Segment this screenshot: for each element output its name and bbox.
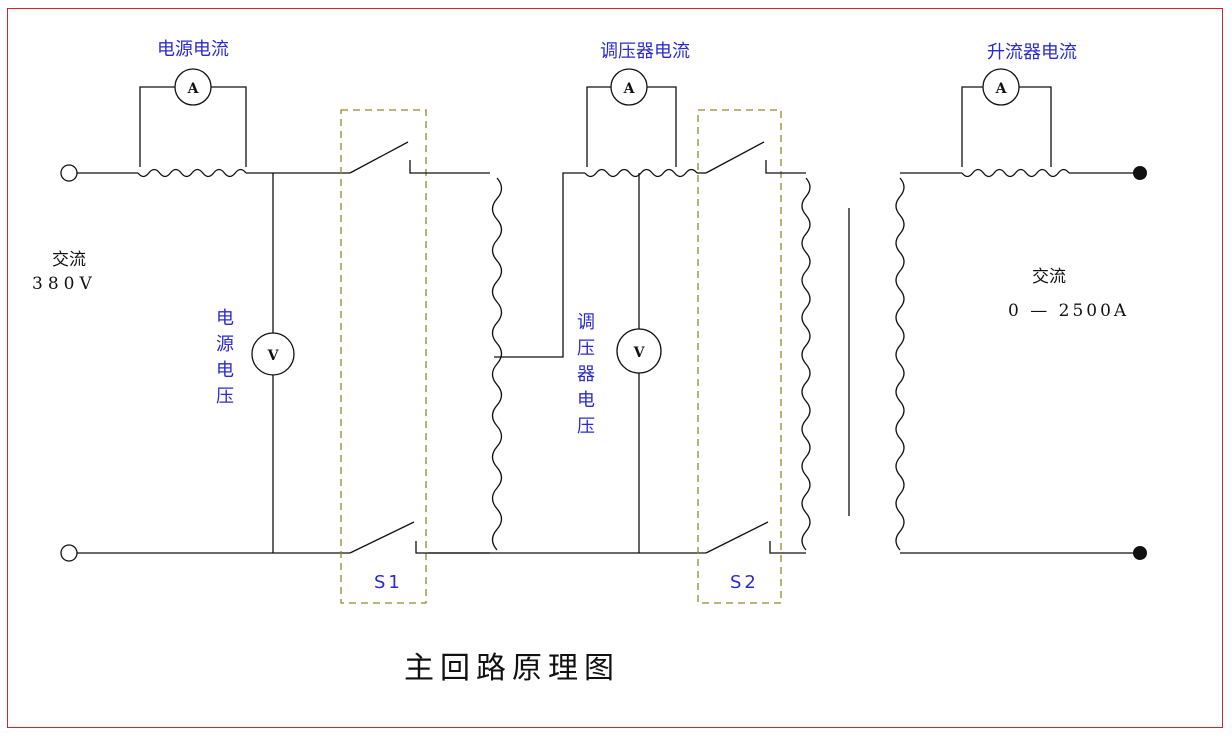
regulator-wiper bbox=[494, 172, 585, 358]
booster-current-label: 升流器电流 bbox=[987, 42, 1077, 63]
input-ac-label: 交流 bbox=[52, 250, 86, 270]
input-voltage-label: 380V bbox=[32, 274, 97, 294]
regulator-ct-coil bbox=[584, 168, 698, 178]
output-terminal-bottom bbox=[1133, 546, 1147, 560]
switch-s1-blade-top bbox=[349, 141, 409, 174]
regulator-winding bbox=[491, 177, 503, 551]
switch-s2-blade-top bbox=[705, 141, 765, 174]
voltmeter-symbol: V bbox=[267, 348, 280, 364]
vertical-label-char: 压 bbox=[216, 386, 234, 407]
ammeter-lead bbox=[647, 86, 677, 167]
ammeter-lead bbox=[139, 86, 175, 167]
switch-s1-blade-bottom bbox=[349, 521, 415, 554]
booster-ct-coil bbox=[961, 168, 1070, 178]
switch-s1-label: S1 bbox=[374, 572, 403, 593]
vertical-label-char: 电 bbox=[577, 390, 595, 411]
ammeter-lead bbox=[1019, 86, 1052, 167]
booster-primary-winding bbox=[801, 177, 811, 551]
supply-ct-coil bbox=[137, 168, 247, 178]
vertical-label-char: 压 bbox=[577, 338, 595, 359]
supply-ammeter bbox=[174, 68, 212, 106]
supply-voltmeter bbox=[251, 332, 295, 376]
wire bbox=[765, 160, 806, 174]
switch-s2-blade-bottom bbox=[705, 521, 769, 554]
switch-s1-box bbox=[340, 109, 427, 604]
diagram-title: 主回路原理图 bbox=[404, 651, 620, 686]
output-terminal-top bbox=[1133, 166, 1147, 180]
vertical-label-char: 电 bbox=[216, 308, 234, 329]
output-ac-label: 交流 bbox=[1032, 267, 1066, 287]
wire bbox=[409, 160, 490, 174]
vertical-label-char: 压 bbox=[577, 416, 595, 437]
regulator-current-label: 调压器电流 bbox=[600, 41, 690, 62]
ammeter-lead bbox=[211, 86, 247, 167]
wire bbox=[415, 541, 490, 554]
vertical-label-char: 器 bbox=[577, 364, 595, 385]
switch-s2-box bbox=[697, 109, 782, 604]
voltmeter-symbol: V bbox=[633, 345, 646, 361]
vertical-label-char: 源 bbox=[216, 334, 234, 355]
ammeter-symbol: A bbox=[995, 81, 1008, 97]
diagram-border bbox=[7, 8, 1223, 728]
regulator-voltmeter bbox=[616, 328, 662, 374]
booster-ammeter bbox=[982, 68, 1020, 106]
ammeter-symbol: A bbox=[623, 81, 636, 97]
switch-s2-label: S2 bbox=[730, 572, 759, 593]
ammeter-lead bbox=[586, 86, 611, 167]
vertical-label-char: 调 bbox=[577, 312, 595, 333]
supply-current-label: 电源电流 bbox=[157, 39, 229, 60]
vertical-label-char: 电 bbox=[216, 360, 234, 381]
ammeter-symbol: A bbox=[187, 81, 200, 97]
output-range-label: 0 — 2500A bbox=[1008, 301, 1129, 321]
ammeter-lead bbox=[961, 86, 983, 167]
wire bbox=[769, 541, 806, 554]
input-terminal-top bbox=[60, 164, 78, 182]
regulator-ammeter bbox=[610, 68, 648, 106]
input-terminal-bottom bbox=[60, 544, 78, 562]
booster-secondary-winding bbox=[895, 177, 905, 551]
